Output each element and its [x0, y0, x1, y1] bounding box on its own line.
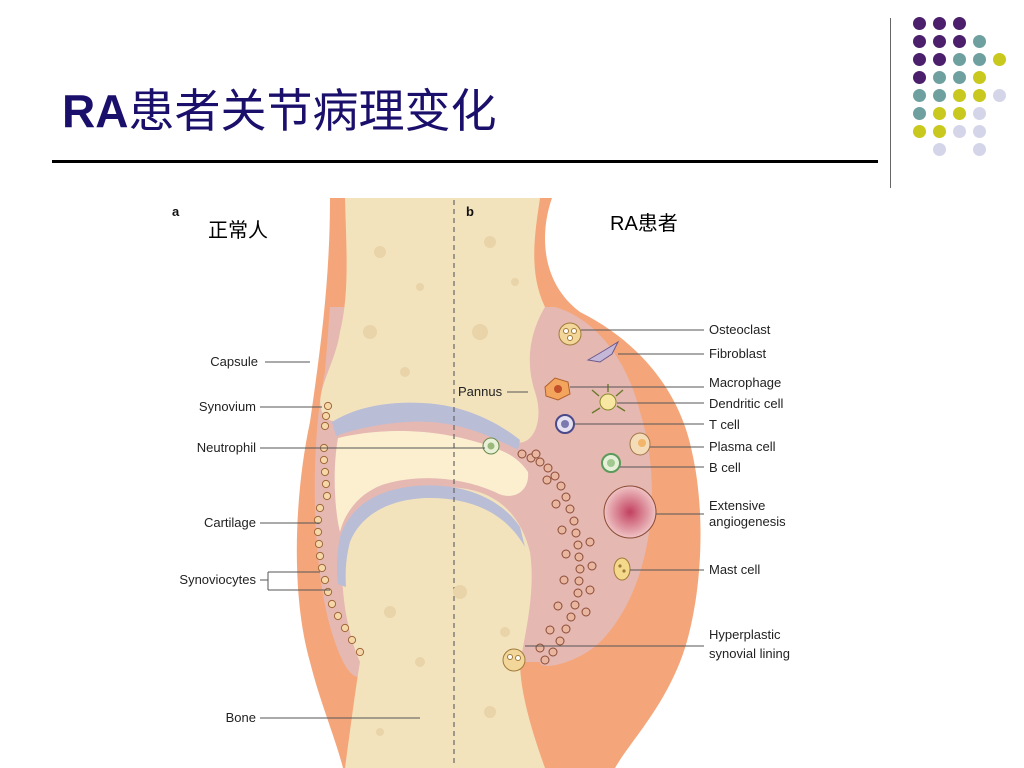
label-extensive: Extensive	[709, 498, 765, 513]
dot	[973, 125, 986, 138]
dot	[933, 35, 946, 48]
label-synovium: Synovium	[199, 399, 256, 414]
dot	[993, 89, 1006, 102]
label-pannus: Pannus	[458, 384, 503, 399]
label-capsule: Capsule	[210, 354, 258, 369]
label-neutrophil: Neutrophil	[197, 440, 256, 455]
osteoclast-cell	[558, 322, 582, 346]
label-bone: Bone	[226, 710, 256, 725]
plasma-cell	[629, 432, 651, 456]
label-dendritic-cell: Dendritic cell	[709, 396, 784, 411]
dot	[933, 17, 946, 30]
dot	[973, 53, 986, 66]
neutrophil-cell	[482, 437, 500, 455]
label-synoviocytes: Synoviocytes	[179, 572, 256, 587]
upper-bone	[320, 198, 545, 443]
decorative-dot-grid	[900, 12, 1020, 172]
dot	[953, 125, 966, 138]
label-t-cell: T cell	[709, 417, 740, 432]
angiogenesis-vessel	[603, 485, 657, 539]
dot	[933, 143, 946, 156]
mast-cell	[613, 557, 631, 581]
joint-space	[334, 430, 529, 532]
dot	[973, 71, 986, 84]
dot	[953, 107, 966, 120]
dot	[913, 35, 926, 48]
dot	[953, 17, 966, 30]
fibroblast-cell	[586, 340, 620, 363]
upper-cartilage	[332, 402, 520, 450]
dot	[953, 71, 966, 84]
dot	[953, 35, 966, 48]
joint-pathology-figure: a b Capsule Synovium Neutrophil Cartilag…	[172, 198, 790, 768]
macrophage-cell	[544, 377, 571, 401]
dot	[933, 107, 946, 120]
hyperplastic-lining	[517, 449, 597, 665]
vertical-divider	[890, 18, 891, 188]
lower-bone	[342, 486, 545, 768]
dot	[973, 107, 986, 120]
dot	[953, 53, 966, 66]
label-b-cell: B cell	[709, 460, 741, 475]
dot	[933, 71, 946, 84]
panel-label-a: a	[172, 204, 180, 219]
dot	[933, 89, 946, 102]
dot	[993, 53, 1006, 66]
bone-texture	[363, 236, 519, 736]
title-underline	[52, 160, 878, 163]
label-plasma-cell: Plasma cell	[709, 439, 776, 454]
label-angiogenesis: angiogenesis	[709, 514, 786, 529]
t-cell	[555, 414, 575, 434]
label-mast-cell: Mast cell	[709, 562, 760, 577]
title-text: 患者关节病理变化	[128, 85, 497, 137]
synoviocytes-left	[313, 401, 365, 657]
dot	[913, 107, 926, 120]
title-prefix: RA	[62, 85, 129, 137]
dot	[933, 53, 946, 66]
dot	[913, 17, 926, 30]
label-synovial-lining: synovial lining	[709, 646, 790, 661]
dot	[973, 143, 986, 156]
dot	[913, 71, 926, 84]
dot	[913, 89, 926, 102]
slide-title: RA患者关节病理变化	[62, 88, 496, 134]
normal-caption: 正常人	[208, 218, 268, 242]
label-macrophage: Macrophage	[709, 375, 781, 390]
dot	[953, 89, 966, 102]
label-fibroblast: Fibroblast	[709, 346, 766, 361]
dot	[973, 89, 986, 102]
ra-caption: RA患者	[610, 213, 678, 235]
label-cartilage: Cartilage	[204, 515, 256, 530]
b-cell	[601, 453, 621, 473]
dendritic-cell	[591, 384, 626, 414]
leader-lines	[260, 329, 704, 719]
dot	[973, 35, 986, 48]
panel-label-b: b	[466, 204, 474, 219]
label-osteoclast: Osteoclast	[709, 322, 771, 337]
label-hyperplastic: Hyperplastic	[709, 627, 781, 642]
dot	[913, 125, 926, 138]
dot	[913, 53, 926, 66]
osteoclast-lower-cell	[502, 648, 526, 672]
dot	[933, 125, 946, 138]
